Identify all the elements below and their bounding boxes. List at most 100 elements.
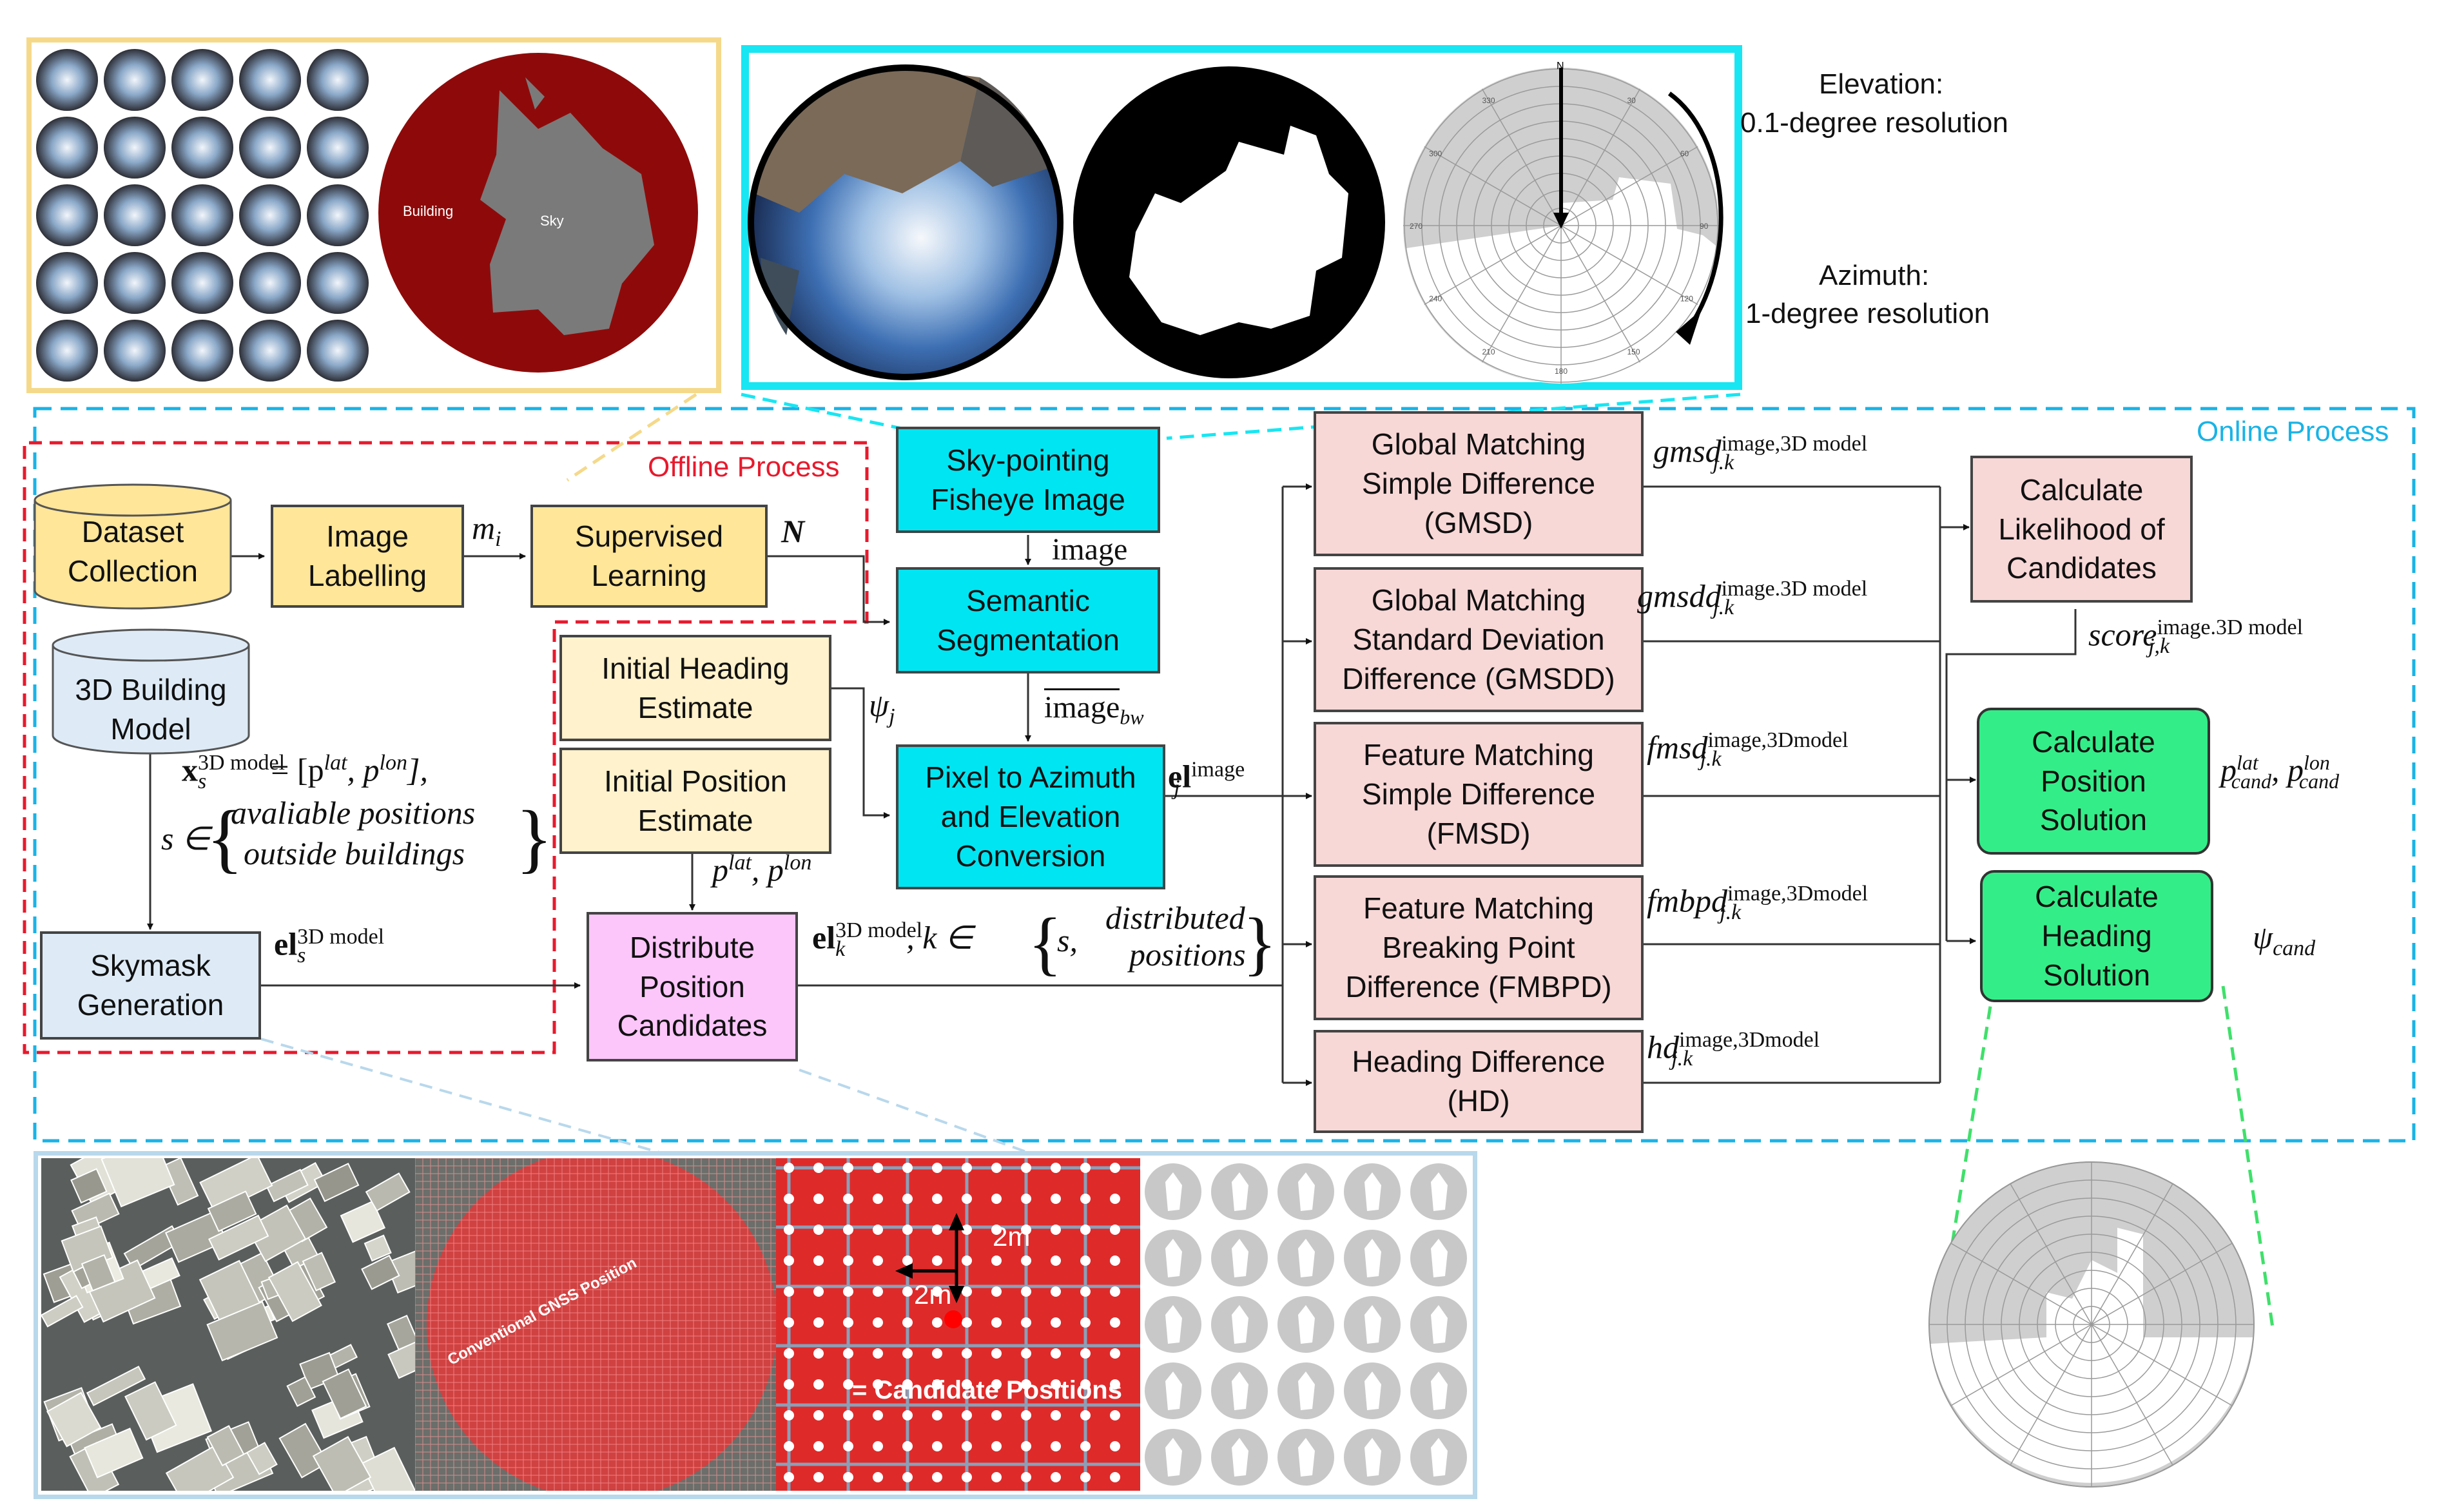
label-image: image bbox=[1052, 532, 1127, 567]
candidate-dot bbox=[784, 1317, 794, 1328]
polar-angle-label: 270 bbox=[1410, 222, 1422, 231]
candidate-dot bbox=[1051, 1472, 1061, 1482]
outside-buildings-text: outside buildings bbox=[244, 835, 465, 871]
candidate-dot bbox=[991, 1286, 1002, 1297]
fmbpd-subscript: j.k bbox=[1720, 900, 1742, 924]
dataset-thumbnail bbox=[36, 252, 98, 314]
candidate-dot bbox=[962, 1379, 972, 1390]
p-lat-superscript: lat bbox=[728, 851, 752, 875]
p-lat-symbol: p bbox=[712, 851, 728, 888]
el-s-subscript: s bbox=[297, 943, 306, 967]
candidate-dot bbox=[902, 1225, 913, 1235]
candidate-dot bbox=[873, 1317, 883, 1328]
candidate-dot bbox=[932, 1441, 942, 1451]
candidate-dot bbox=[1051, 1441, 1061, 1451]
polar-angle-label: 150 bbox=[1627, 347, 1640, 356]
candidate-dot bbox=[1021, 1410, 1031, 1420]
heading-solution-line3: Solution bbox=[2043, 958, 2151, 992]
candidate-dot bbox=[813, 1410, 824, 1420]
label-k-s: s, bbox=[1057, 922, 1078, 959]
fisheye-image-node: Sky-pointing Fisheye Image bbox=[896, 427, 1160, 533]
likelihood-line2: Likelihood of bbox=[1998, 512, 2165, 546]
label-avail-1: avaliable positions bbox=[231, 794, 475, 831]
candidate-dot bbox=[813, 1379, 824, 1390]
candidate-dot bbox=[813, 1255, 824, 1266]
candidate-dot bbox=[962, 1410, 972, 1420]
polar-angle-label: 60 bbox=[1680, 150, 1689, 159]
candidate-dot bbox=[1051, 1255, 1061, 1266]
candidate-dot bbox=[813, 1317, 824, 1328]
dataset-thumbnail bbox=[171, 184, 233, 246]
candidate-dot bbox=[902, 1348, 913, 1359]
binary-sky-mask bbox=[1073, 66, 1385, 378]
heading-solution-node: Calculate Heading Solution bbox=[1980, 870, 2213, 1002]
candidate-dot bbox=[843, 1255, 853, 1266]
candidate-dot bbox=[1080, 1472, 1091, 1482]
polar-angle-label: 30 bbox=[1627, 96, 1636, 105]
candidate-dot bbox=[902, 1410, 913, 1420]
candidate-dot bbox=[813, 1194, 824, 1204]
position-solution-line2: Position bbox=[2041, 764, 2146, 798]
candidate-dot bbox=[1021, 1163, 1031, 1173]
x-s-subscript: s bbox=[198, 769, 207, 793]
p-cand-lon-sub: cand bbox=[2298, 769, 2340, 793]
dataset-thumbnail bbox=[239, 49, 301, 111]
heading-solution-line1: Calculate bbox=[2035, 880, 2159, 914]
dataset-thumbnail bbox=[171, 117, 233, 179]
candidate-dot bbox=[873, 1286, 883, 1297]
dataset-thumbnail bbox=[104, 184, 166, 246]
el-image-superscript: image bbox=[1191, 757, 1245, 781]
dataset-collection-node: Dataset Collection bbox=[32, 512, 233, 590]
candidate-dot bbox=[1051, 1194, 1061, 1204]
candidate-dot bbox=[784, 1255, 794, 1266]
k-set-distributed: distributed bbox=[1105, 900, 1245, 936]
fmbpd-line3: Difference (FMBPD) bbox=[1345, 969, 1612, 1003]
distribute-candidates-line3: Candidates bbox=[617, 1009, 768, 1043]
candidate-dot bbox=[962, 1317, 972, 1328]
candidate-dot bbox=[932, 1317, 942, 1328]
candidate-dot bbox=[1110, 1163, 1120, 1173]
candidate-dot bbox=[1021, 1441, 1031, 1451]
polar-angle-label: 90 bbox=[1700, 222, 1709, 231]
semantic-segmentation-line2: Segmentation bbox=[937, 623, 1120, 657]
candidate-dot bbox=[991, 1194, 1002, 1204]
polar-angle-label: 240 bbox=[1429, 295, 1442, 304]
image-bw-subscript: bw bbox=[1120, 705, 1144, 729]
candidate-dot bbox=[1110, 1379, 1120, 1390]
skymask-generation-node: Skymask Generation bbox=[40, 931, 261, 1040]
dataset-thumbnail bbox=[104, 252, 166, 314]
initial-position-line2: Estimate bbox=[637, 803, 753, 837]
candidate-dot bbox=[932, 1472, 942, 1482]
candidate-dot bbox=[991, 1379, 1002, 1390]
fmbpd-line1: Feature Matching bbox=[1363, 891, 1594, 926]
likelihood-line1: Calculate bbox=[2019, 472, 2144, 507]
candidate-dot bbox=[813, 1441, 824, 1451]
heading-solution-line2: Heading bbox=[2041, 919, 2152, 953]
candidate-dot bbox=[1110, 1317, 1120, 1328]
candidate-dot bbox=[902, 1286, 913, 1297]
candidate-dot bbox=[1110, 1348, 1120, 1359]
dataset-thumbnail bbox=[239, 117, 301, 179]
candidate-dot bbox=[843, 1317, 853, 1328]
candidate-dot bbox=[962, 1472, 972, 1482]
label-x-s: x3D models= [plat, plon], bbox=[182, 751, 428, 793]
candidate-dot bbox=[1080, 1379, 1091, 1390]
gmsd-node: Global Matching Simple Difference (GMSD) bbox=[1314, 411, 1644, 556]
gmsdd-subscript: j.k bbox=[1713, 595, 1734, 619]
candidate-dot bbox=[991, 1225, 1002, 1235]
candidate-dot bbox=[1051, 1317, 1061, 1328]
online-process-label: Online Process bbox=[2197, 416, 2389, 447]
candidate-dot bbox=[1051, 1379, 1061, 1390]
dataset-collection-cylinder bbox=[34, 483, 232, 610]
pixel-conversion-line1: Pixel to Azimuth bbox=[925, 761, 1136, 795]
building-model-line1: 3D Building bbox=[75, 673, 227, 706]
label-p-lat-lon: plat, plon bbox=[712, 851, 812, 888]
dataset-panel bbox=[26, 37, 721, 393]
label-el-s: el3D models bbox=[274, 925, 384, 968]
fisheye-photo bbox=[748, 64, 1063, 380]
supervised-learning-line2: Learning bbox=[591, 559, 707, 592]
gmsdd-superscript: image.3D model bbox=[1721, 577, 1868, 601]
elevation-resolution: 0.1-degree resolution bbox=[1740, 107, 2008, 139]
label-s-brace-close: } bbox=[516, 795, 553, 880]
dataset-thumbnail bbox=[36, 117, 98, 179]
